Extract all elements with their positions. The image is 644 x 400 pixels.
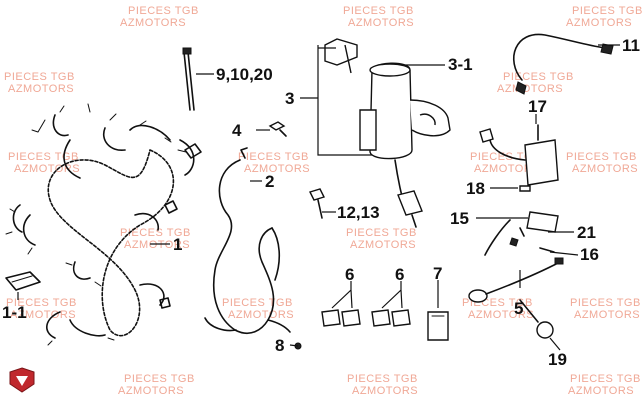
watermark-text: AZMOTORS xyxy=(352,385,418,397)
switch-assembly-15[interactable] xyxy=(484,211,559,256)
watermark-text: AZMOTORS xyxy=(574,309,640,321)
watermark-text: PIECES TGB xyxy=(346,227,417,239)
connector-pair-b[interactable] xyxy=(371,309,411,327)
callout-15: 15 xyxy=(450,209,469,228)
harness-connector-1-1[interactable] xyxy=(5,271,41,291)
watermark-text: AZMOTORS xyxy=(228,309,294,321)
leader-lines xyxy=(17,44,620,351)
watermark-text: AZMOTORS xyxy=(497,83,563,95)
watermark-text: AZMOTORS xyxy=(350,239,416,251)
bolt-part-4[interactable] xyxy=(268,121,287,137)
watermark-text: PIECES TGB xyxy=(222,297,293,309)
watermark-text: AZMOTORS xyxy=(468,309,534,321)
callout-11: 11 xyxy=(622,36,640,55)
watermark-text: PIECES TGB xyxy=(570,297,641,309)
callout-6a: 6 xyxy=(345,265,354,284)
watermark-text: PIECES TGB xyxy=(570,373,641,385)
watermark-text: AZMOTORS xyxy=(118,385,184,397)
brand-logo xyxy=(9,367,35,393)
ignition-switch[interactable] xyxy=(324,38,451,228)
watermark-text: PIECES TGB xyxy=(124,373,195,385)
watermark-text: AZMOTORS xyxy=(244,163,310,175)
callout-9-10-20: 9,10,20 xyxy=(216,65,273,84)
watermark-text: AZMOTORS xyxy=(568,385,634,397)
relay-module-17[interactable] xyxy=(479,124,559,186)
callout-4: 4 xyxy=(232,121,242,140)
sensor-part-19[interactable] xyxy=(519,299,554,339)
watermark-text: PIECES TGB xyxy=(238,151,309,163)
watermark-text: PIECES TGB xyxy=(128,5,199,17)
watermark-text: PIECES TGB xyxy=(8,151,79,163)
callout-17: 17 xyxy=(528,97,547,116)
callout-16: 16 xyxy=(580,245,599,264)
watermark-text: AZMOTORS xyxy=(572,163,638,175)
watermark-text: AZMOTORS xyxy=(348,17,414,29)
speedometer-cable[interactable] xyxy=(513,33,614,95)
callout-6b: 6 xyxy=(395,265,404,284)
callout-21: 21 xyxy=(577,223,596,242)
cable-tie-part-9[interactable] xyxy=(182,47,195,111)
watermark-text: PIECES TGB xyxy=(566,151,637,163)
watermark-text: PIECES TGB xyxy=(572,5,643,17)
watermark-text: PIECES TGB xyxy=(503,71,574,83)
watermark-text: AZMOTORS xyxy=(566,17,632,29)
callout-1: 1 xyxy=(173,235,182,254)
watermark-text: AZMOTORS xyxy=(8,83,74,95)
watermark-text: AZMOTORS xyxy=(474,163,540,175)
callout-3-1: 3-1 xyxy=(448,55,473,74)
watermark-text: PIECES TGB xyxy=(120,227,191,239)
callout-12-13: 12,13 xyxy=(337,203,380,222)
sensor-cable-5[interactable] xyxy=(468,257,564,303)
connector-pair-a[interactable] xyxy=(321,309,361,327)
callout-8: 8 xyxy=(275,336,284,355)
callout-7: 7 xyxy=(433,264,442,283)
secondary-harness[interactable] xyxy=(204,147,291,335)
callout-5: 5 xyxy=(514,299,523,318)
watermark-text: PIECES TGB xyxy=(4,71,75,83)
watermark-text: PIECES TGB xyxy=(343,5,414,17)
watermark-text: AZMOTORS xyxy=(120,17,186,29)
callout-3: 3 xyxy=(285,89,294,108)
callout-18: 18 xyxy=(466,179,485,198)
callout-labels: 9,10,20 3 3-1 11 4 17 2 18 12,13 1 15 21… xyxy=(2,36,640,369)
main-wire-harness[interactable] xyxy=(5,103,202,346)
watermark-text: AZMOTORS xyxy=(124,239,190,251)
fuse-part-18[interactable] xyxy=(519,185,531,192)
watermark-text: AZMOTORS xyxy=(14,163,80,175)
watermark-text: PIECES TGB xyxy=(6,297,77,309)
watermark-text: PIECES TGB xyxy=(347,373,418,385)
watermark-layer: PIECES TGB AZMOTORS PIECES TGB AZMOTORS … xyxy=(4,5,643,397)
callout-2: 2 xyxy=(265,172,274,191)
relay-part-7[interactable] xyxy=(427,311,449,341)
callout-19: 19 xyxy=(548,350,567,369)
callout-1-1: 1-1 xyxy=(2,303,27,322)
key-part-12-13[interactable] xyxy=(309,188,325,219)
